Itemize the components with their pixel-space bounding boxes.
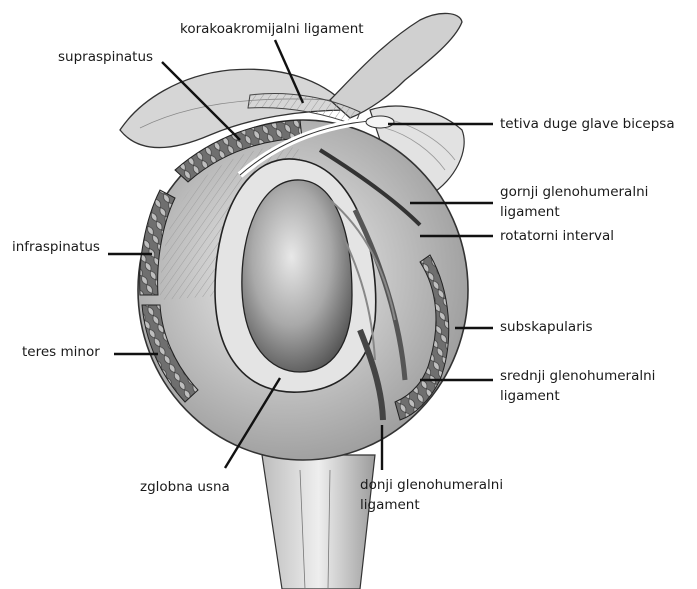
label-labrum: zglobna usna [140,478,230,497]
label-middle-gh-line1: srednji glenohumeralni [500,367,655,386]
label-rotator-interval: rotatorni interval [500,227,614,246]
label-middle-gh-line2: ligament [500,387,560,406]
glenoid [242,180,352,372]
label-superior-gh-line2: ligament [500,203,560,222]
label-coracoacromial-ligament: korakoakromijalni ligament [180,20,364,39]
label-supraspinatus: supraspinatus [58,48,153,67]
label-biceps-tendon: tetiva duge glave bicepsa [500,115,675,134]
label-inferior-gh-line2: ligament [360,496,420,515]
label-teres-minor: teres minor [22,343,100,362]
label-inferior-gh-line1: donji glenohumeralni [360,476,503,495]
label-superior-gh-line1: gornji glenohumeralni [500,183,648,202]
humerus-shaft [262,455,375,589]
label-infraspinatus: infraspinatus [12,238,100,257]
label-subscapularis: subskapularis [500,318,593,337]
